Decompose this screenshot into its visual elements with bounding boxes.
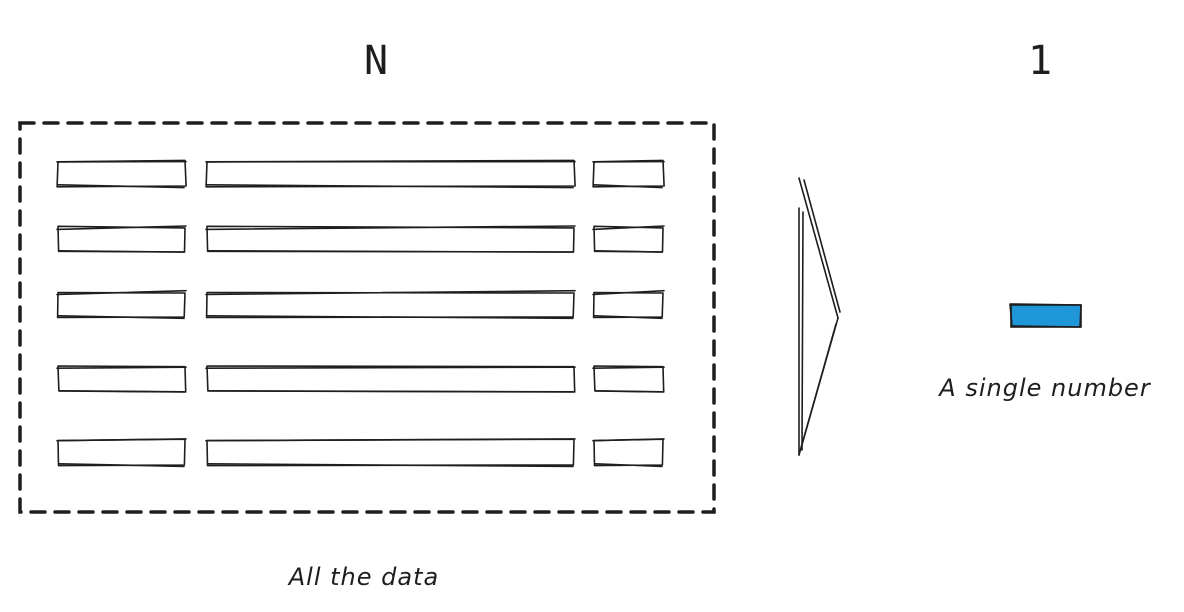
row-1-middle-cell (205, 159, 576, 188)
row-2-left-cell (57, 225, 186, 253)
row-1-left-cell (56, 159, 187, 188)
data-row-2 (56, 225, 665, 253)
row-4-middle-cell-sketch (205, 366, 576, 393)
row-3-middle-cell (205, 291, 575, 319)
single-number-bar (1009, 303, 1082, 328)
row-5-right-cell (593, 438, 664, 467)
row-3-left-cell-sketch (56, 289, 187, 320)
row-1-middle-cell-sketch (205, 160, 576, 189)
row-4-right-cell-sketch (592, 366, 665, 393)
row-4-middle-cell (206, 365, 576, 393)
data-rows (56, 159, 665, 468)
row-1-left-cell-sketch (56, 160, 187, 189)
row-2-left-cell-sketch (56, 225, 187, 253)
row-3-middle-cell-sketch (205, 289, 576, 320)
row-2-middle-cell (206, 225, 575, 253)
row-1-right-cell (592, 159, 665, 188)
row-5-middle-cell (206, 438, 575, 467)
data-row-3 (56, 289, 665, 320)
one-label: 1 (1028, 38, 1052, 84)
row-5-left-cell-sketch (56, 438, 187, 468)
dataset-dashed-box (18, 121, 716, 514)
row-2-middle-cell-sketch (205, 225, 576, 253)
row-4-left-cell (57, 365, 187, 393)
data-row-1 (56, 159, 665, 189)
row-2-right-cell (593, 225, 664, 253)
data-row-4 (56, 365, 665, 393)
row-3-right-cell (592, 291, 664, 319)
row-4-left-cell-sketch (56, 366, 187, 393)
row-5-right-cell-sketch (592, 438, 665, 468)
row-5-left-cell (57, 438, 186, 467)
row-5-middle-cell-sketch (205, 438, 576, 468)
row-3-left-cell (56, 291, 186, 319)
single-number-caption: A single number (937, 374, 1152, 402)
row-2-right-cell-sketch (592, 225, 665, 253)
row-1-right-cell-sketch (592, 160, 665, 189)
data-row-5 (56, 438, 665, 468)
reduce-arrow (798, 177, 841, 456)
n-label: N (364, 38, 388, 84)
row-4-right-cell (593, 365, 665, 393)
all-data-caption: All the data (287, 563, 439, 591)
row-3-right-cell-sketch (592, 289, 665, 320)
